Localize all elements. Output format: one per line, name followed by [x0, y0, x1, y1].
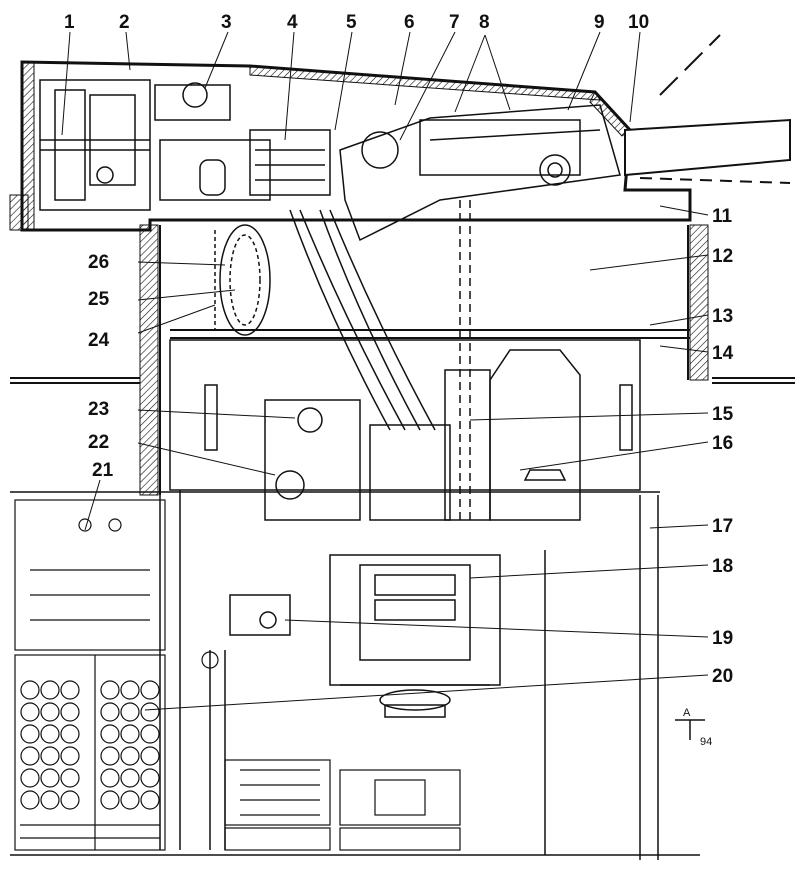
callout-1: 1: [64, 12, 75, 33]
callout-8: 8: [479, 12, 490, 33]
callout-11: 11: [712, 206, 733, 227]
callout-12: 12: [712, 246, 733, 267]
roller-path: [170, 219, 690, 339]
lower-trunk: [229, 554, 501, 718]
callout-3: 3: [221, 12, 232, 33]
callout-6: 6: [404, 12, 415, 33]
callout-5: 5: [346, 12, 357, 33]
callout-23: 23: [88, 399, 109, 420]
callout-13: 13: [712, 306, 733, 327]
hoist-trunks: [289, 200, 471, 520]
foundation: [10, 490, 700, 860]
callout-labels: 1 2 3 4 5 6 7 8 9 10 11 12 13 14 15 16 1…: [64, 12, 734, 687]
projectile-rack: [14, 499, 166, 651]
callout-4: 4: [287, 12, 298, 33]
callout-21: 21: [92, 460, 114, 481]
callout-17: 17: [712, 516, 733, 537]
gun-assembly: [249, 104, 621, 242]
working-chamber: [169, 339, 641, 521]
lower-machinery: [201, 651, 461, 851]
callout-14: 14: [712, 343, 734, 364]
artist-signature: A 94: [675, 707, 712, 748]
callout-16: 16: [712, 433, 733, 454]
callout-15: 15: [712, 404, 734, 425]
ground-line: [10, 377, 795, 384]
callout-7: 7: [449, 12, 460, 33]
callout-22: 22: [88, 432, 109, 453]
signature-monogram: A: [683, 707, 691, 719]
callout-9: 9: [594, 12, 605, 33]
turret-housing: [9, 60, 692, 232]
callout-18: 18: [712, 556, 733, 577]
callout-2: 2: [119, 12, 130, 33]
leader-lines: [61, 31, 709, 711]
callout-26: 26: [88, 252, 109, 273]
hoist-chain: [214, 224, 271, 336]
barbette-wall: [139, 224, 709, 496]
gun-barrel: [624, 34, 791, 184]
charge-magazine: [14, 654, 166, 851]
callout-19: 19: [712, 628, 733, 649]
callout-25: 25: [88, 289, 110, 310]
callout-24: 24: [88, 330, 110, 351]
callout-10: 10: [628, 12, 649, 33]
rear-machinery: [39, 79, 271, 211]
callout-20: 20: [712, 666, 733, 687]
signature-year: 94: [700, 736, 712, 748]
